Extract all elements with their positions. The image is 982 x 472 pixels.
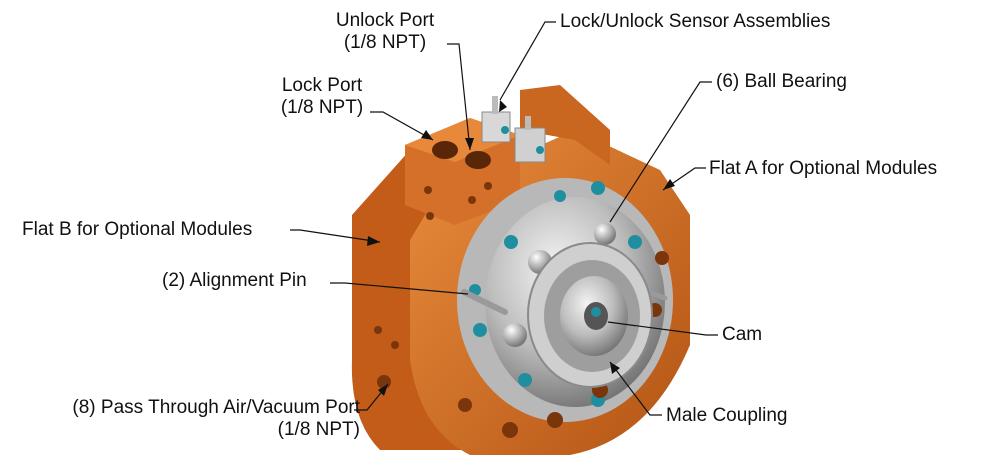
leader-lines bbox=[290, 21, 718, 416]
housing-holes bbox=[374, 182, 669, 438]
label-lock-port: Lock Port (1/8 NPT) bbox=[262, 75, 382, 119]
label-flat-a: Flat A for Optional Modules bbox=[709, 158, 938, 179]
label-male-coupling: Male Coupling bbox=[666, 405, 788, 426]
fastener-ring bbox=[469, 181, 642, 407]
sensor-pin-1 bbox=[492, 96, 498, 114]
sensor-screw-1 bbox=[501, 126, 509, 134]
lock-port-text: Lock Port bbox=[281, 75, 363, 96]
label-ball-bearing: (6) Ball Bearing bbox=[716, 71, 847, 92]
sensor-body-2 bbox=[514, 127, 546, 163]
label-cam: Cam bbox=[722, 324, 763, 345]
label-unlock-port: Unlock Port (1/8 NPT) bbox=[320, 10, 450, 54]
unlock-port-hole bbox=[465, 151, 491, 169]
cam-fastener bbox=[591, 307, 601, 317]
sensor-pin-2 bbox=[525, 116, 531, 130]
label-flat-b: Flat B for Optional Modules bbox=[22, 219, 253, 240]
lock-port-size-text: (1/8 NPT) bbox=[280, 97, 364, 118]
alignment-pin-1 bbox=[461, 289, 508, 315]
sensor-screw-2 bbox=[536, 146, 544, 154]
label-sensor-assemblies: Lock/Unlock Sensor Assemblies bbox=[560, 11, 831, 32]
leader-arrowheads bbox=[367, 100, 675, 396]
sensor-bracket bbox=[520, 85, 610, 165]
pass-through-size-text: (1/8 NPT) bbox=[277, 419, 360, 440]
unlock-port-text: Unlock Port bbox=[335, 10, 435, 31]
pass-through-text: (8) Pass Through Air/Vacuum Port bbox=[72, 397, 360, 418]
lock-port-hole bbox=[432, 141, 458, 159]
alignment-pin-2 bbox=[645, 289, 668, 301]
label-pass-through: (8) Pass Through Air/Vacuum Port (1/8 NP… bbox=[10, 397, 360, 441]
label-alignment-pin: (2) Alignment Pin bbox=[162, 270, 307, 291]
unlock-port-size-text: (1/8 NPT) bbox=[343, 32, 427, 53]
